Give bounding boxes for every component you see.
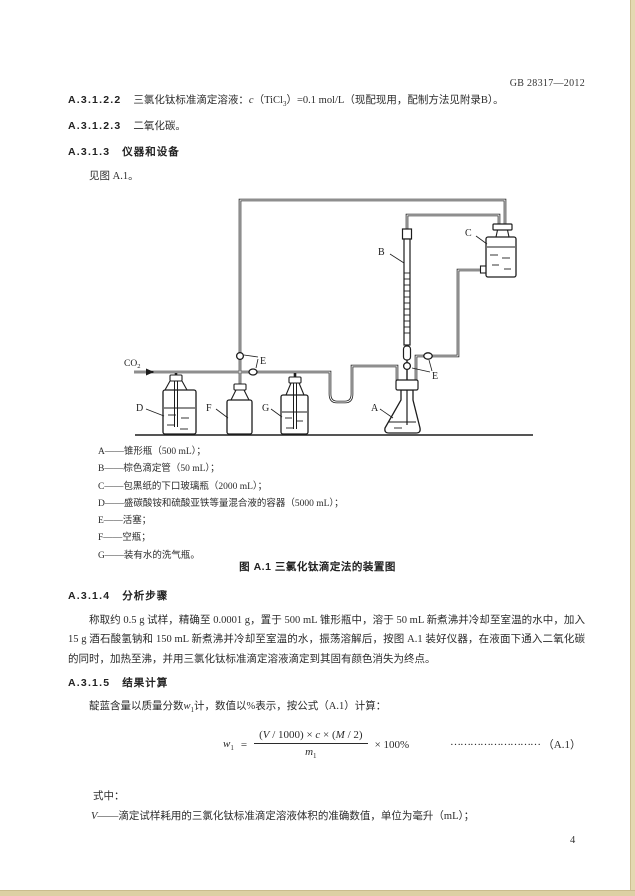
stopcocks	[235, 351, 433, 376]
formula-a1: w1 = (V / 1000) × c × (M / 2) m1 × 100% …	[68, 727, 585, 769]
pipes-core	[134, 199, 506, 403]
legend-item-e: E——活塞；	[98, 516, 152, 527]
scan-edge-right	[630, 0, 635, 896]
clause-a3122-number: A.3.1.2.2	[68, 94, 122, 106]
clause-a3123-number: A.3.1.2.3	[68, 120, 122, 132]
legend-item-d: D——盛碳酸铵和硫酸亚铁等量混合液的容器（5000 mL）；	[98, 498, 344, 509]
legend-item-b: B——棕色滴定管（50 mL）；	[98, 464, 220, 475]
legend-item-f: F——空瓶；	[98, 533, 151, 544]
standard-number: GB 28317—2012	[509, 78, 585, 89]
label-f: F	[206, 403, 212, 414]
bottle-c	[479, 223, 517, 278]
bottle-d	[162, 374, 197, 435]
result-intro: 靛蓝含量以质量分数w1计，数值以%表示，按公式（A.1）计算：	[89, 701, 387, 715]
where-label: 式中：	[93, 791, 125, 802]
stopcock-e-left-lower	[248, 368, 258, 376]
figure-legend: A——锥形瓶（500 mL）； B——棕色滴定管（50 mL）； C——包黑纸的…	[98, 444, 344, 565]
clause-a314-number: A.3.1.4	[68, 590, 111, 602]
label-a: A	[371, 403, 379, 414]
bottle-g	[280, 376, 309, 435]
label-e-left: E	[260, 356, 266, 367]
clause-a313-number: A.3.1.3	[68, 146, 111, 158]
apparatus-diagram: CO2	[124, 198, 533, 436]
leader-lines	[145, 235, 488, 419]
label-c: C	[465, 228, 472, 239]
stopcock-e-right-upper	[423, 352, 433, 360]
clause-a315-number: A.3.1.5	[68, 677, 111, 689]
formula-number: （A.1）	[542, 739, 581, 751]
label-d: D	[136, 403, 143, 414]
page-number: 4	[570, 835, 576, 846]
label-g: G	[262, 403, 269, 414]
formula-dots: …………………………	[450, 736, 540, 748]
legend-item-g: G——装有水的洗气瓶。	[98, 550, 200, 561]
clause-a314-body: 称取约 0.5 g 试样，精确至 0.0001 g，置于 500 mL 锥形瓶中…	[68, 615, 585, 665]
flask-a	[384, 379, 421, 434]
legend-item-c: C——包黑纸的下口玻璃瓶（2000 mL）；	[98, 481, 268, 492]
label-e-right: E	[432, 371, 438, 382]
scan-edge-bottom	[0, 890, 635, 896]
legend-item-a: A——锥形瓶（500 mL）；	[98, 447, 206, 457]
co2-label: CO2	[124, 359, 140, 370]
stopcock-e-left-upper	[235, 351, 245, 361]
figure-caption: 图 A.1 三氯化钛滴定法的装置图	[239, 561, 396, 573]
bottle-f	[226, 383, 253, 435]
where-v-definition: V——滴定试样耗用的三氯化钛标准滴定溶液体积的准确数值，单位为毫升（mL）；	[91, 811, 475, 822]
co2-arrowhead	[146, 368, 154, 376]
see-figure-note: 见图 A.1。	[89, 171, 139, 182]
fraction: (V / 1000) × c × (M / 2) m1	[254, 729, 368, 760]
formula-expression: w1 = (V / 1000) × c × (M / 2) m1 × 100%	[223, 729, 410, 761]
burette-b	[401, 228, 413, 382]
label-b: B	[378, 247, 385, 258]
